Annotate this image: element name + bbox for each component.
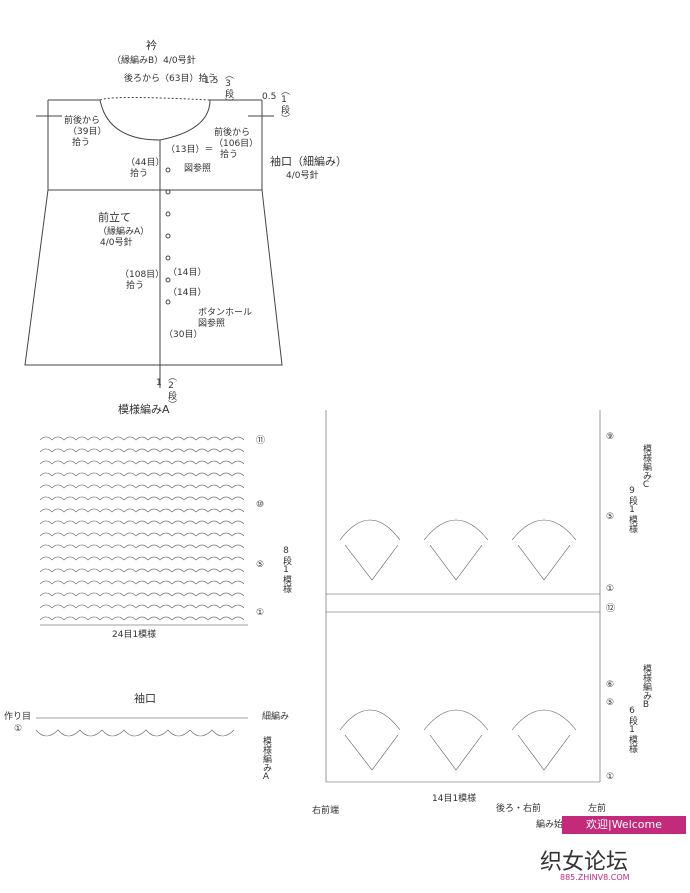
stitches-14-b: （14目）: [168, 288, 207, 298]
pattern-c-label: 模様編みC: [641, 444, 651, 490]
cuff-title: 袖口: [134, 692, 156, 705]
pattern-a-row-11: ⑪: [256, 436, 266, 446]
pattern-a-row-10: ⑩: [256, 500, 265, 510]
stitches-44: （44目）: [126, 158, 165, 168]
buttonhole-label: ボタンホール: [198, 308, 253, 318]
forum-site: 885.ZHINV8.COM: [560, 873, 630, 882]
pattern-a-row-1: ①: [256, 608, 265, 618]
collar-subtitle: （縁編みB）4/0号針: [112, 56, 196, 66]
stitches-30: （30目）: [164, 330, 203, 340]
left-pickup-1: 前後から: [64, 116, 101, 126]
pattern-b-row-6: ⑥: [606, 680, 615, 690]
pattern-b-row-5: ⑤: [606, 698, 615, 708]
sleeve-needle: 4/0号針: [286, 171, 319, 181]
back-pickup-label: 後ろから（63目）拾う: [124, 74, 217, 84]
rows-3: （3段）: [223, 70, 233, 107]
pattern-a-repeat-rows: 8段1模様: [281, 546, 291, 593]
pattern-c-row-1: ①: [606, 584, 615, 594]
rows-2: （2段）: [166, 372, 176, 409]
left-front-label: 左前: [588, 804, 607, 814]
pattern-b-repeat: 6段1模様: [627, 706, 637, 753]
stitches-44-pickup: 拾う: [130, 169, 149, 179]
stitches-108-pickup: 拾う: [126, 281, 145, 291]
pattern-b-label: 模様編みB: [641, 664, 651, 710]
dim-1-5: 1.5: [204, 76, 219, 86]
right-pickup-2: （106目）: [214, 139, 259, 149]
front-band-title: 前立て: [98, 211, 131, 224]
welcome-banner: 欢迎|Welcome: [562, 816, 686, 834]
back-right-front-label: 後ろ・右前: [496, 804, 542, 814]
pattern-a-repeat-stitches: 24目1模様: [112, 630, 157, 640]
dim-0-5: 0.5: [262, 92, 277, 102]
pattern-a-chart: [39, 436, 248, 626]
garment-outline: [24, 97, 283, 388]
bottom-dim-1: 1: [156, 378, 162, 388]
pattern-c-row-5: ⑤: [606, 512, 615, 522]
pattern-row-12: ⑫: [606, 604, 616, 614]
right-pickup-1: 前後から: [214, 128, 251, 138]
pattern-c-repeat: 9段1模様: [627, 486, 637, 533]
left-pickup-2: （39目）: [68, 127, 107, 137]
cuff-row-1: ①: [14, 724, 23, 734]
left-pickup-3: 拾う: [72, 138, 91, 148]
pattern-c-row-9: ⑨: [606, 432, 615, 442]
front-band-subtitle: （縁編みA）: [98, 227, 150, 237]
pattern-a-title: 模様編みA: [118, 403, 170, 416]
cuff-pattern-label: 模様編みA: [261, 736, 271, 782]
front-band-needle: 4/0号針: [100, 238, 133, 248]
pattern-b-row-1: ①: [606, 772, 615, 782]
cuff-start-label: 作り目: [4, 712, 32, 722]
start-note: 編み始め: [536, 820, 573, 830]
see-figure-label: 図参照: [184, 164, 212, 174]
cuff-chart: [35, 717, 248, 737]
stitches-108: （108目）: [120, 270, 165, 280]
rows-1: （1段）: [279, 86, 289, 123]
stitches-14-a: （14目）: [168, 268, 207, 278]
forum-logo: 织女论坛: [540, 850, 629, 875]
sleeve-title: 袖口（細編み）: [270, 155, 347, 168]
collar-title: 衿: [146, 39, 157, 52]
pattern-bc-repeat-stitches: 14目1模様: [432, 794, 477, 804]
buttonhole-see-figure: 図参照: [198, 319, 226, 329]
right-pickup-3: 拾う: [220, 150, 239, 160]
button-markers: [165, 167, 171, 305]
stitches-13: （13目）＝: [166, 145, 214, 155]
pattern-a-row-5: ⑤: [256, 560, 265, 570]
pattern-bc-chart: [325, 410, 601, 783]
cuff-sc-label: 細編み: [262, 712, 290, 722]
right-front-edge-label: 右前端: [312, 806, 340, 816]
